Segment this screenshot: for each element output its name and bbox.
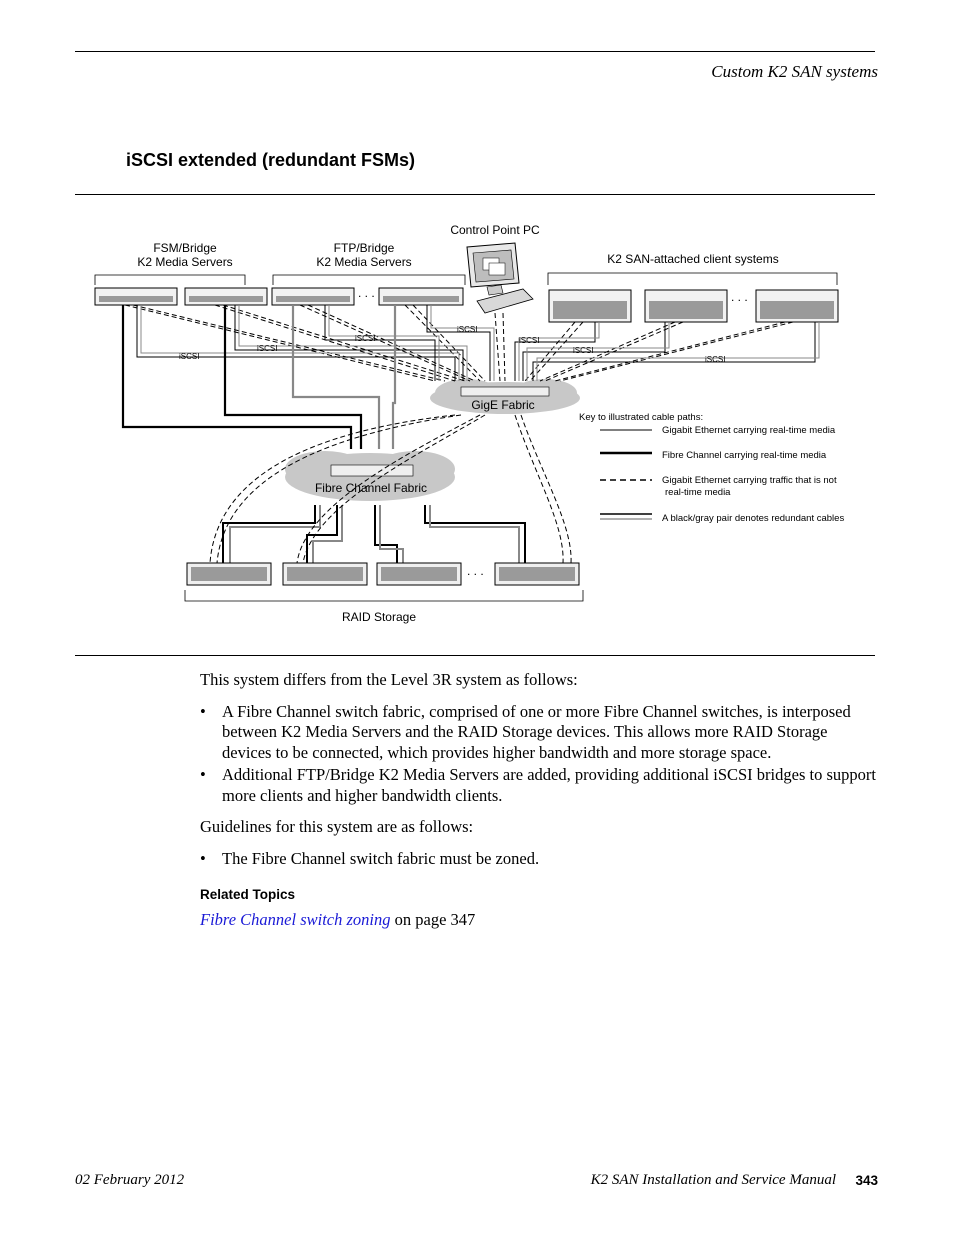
difference-text: A Fibre Channel switch fabric, comprised… — [222, 701, 851, 762]
bullet: • — [200, 848, 206, 868]
ftp-server-2 — [378, 287, 464, 306]
fsm-server-2 — [184, 287, 268, 306]
ftp-bracket — [272, 274, 466, 285]
raid-unit-1 — [186, 562, 272, 586]
iscsi-label-7: iSCSI — [705, 355, 725, 364]
list-item: • Additional FTP/Bridge K2 Media Servers … — [200, 765, 880, 806]
footer-date: 02 February 2012 — [75, 1172, 185, 1188]
key-gige-not-realtime-1: Gigabit Ethernet carrying traffic that i… — [662, 475, 837, 486]
chapter-title: Custom K2 SAN systems — [711, 62, 878, 81]
client-system-1 — [548, 289, 632, 323]
fc-server-cables — [121, 305, 397, 449]
gige-raid-cables — [209, 414, 572, 564]
related-topic-page: on page 347 — [390, 909, 476, 929]
key-title: Key to illustrated cable paths: — [579, 412, 703, 423]
ftp-ellipsis: . . . — [358, 286, 375, 300]
client-system-3 — [755, 289, 839, 323]
raid-bracket — [184, 590, 584, 602]
fc-fabric-label: Fibre Channel Fabric — [315, 481, 427, 495]
fc-raid-cables — [222, 505, 526, 563]
iscsi-label-5: iSCSI — [519, 336, 539, 345]
raid-unit-3 — [376, 562, 462, 586]
raid-unit-2 — [282, 562, 368, 586]
system-diagram: FSM/Bridge K2 Media Servers FTP/Bridge K… — [94, 223, 844, 624]
diagram-top-rule — [75, 194, 875, 195]
fsm-label-line2: K2 Media Servers — [137, 255, 232, 269]
page-number: 343 — [855, 1173, 878, 1188]
difference-text: Additional FTP/Bridge K2 Media Servers a… — [222, 765, 876, 805]
iscsi-label-4: iSCSI — [457, 325, 477, 334]
bullet: • — [200, 765, 206, 784]
guideline-text: The Fibre Channel switch fabric must be … — [222, 848, 540, 868]
control-point-pc — [466, 242, 534, 314]
list-item: • The Fibre Channel switch fabric must be… — [200, 849, 880, 870]
clients-label: K2 SAN-attached client systems — [607, 252, 778, 266]
differences-list: • A Fibre Channel switch fabric, comprise… — [200, 702, 880, 807]
gige-fabric-cloud — [430, 379, 580, 414]
raid-label: RAID Storage — [342, 610, 416, 624]
header-rule — [75, 51, 875, 52]
gige-fabric-label: GigE Fabric — [471, 398, 534, 412]
list-item: • A Fibre Channel switch fabric, comprise… — [200, 702, 880, 764]
fsm-label-line1: FSM/Bridge — [153, 241, 217, 255]
fsm-bracket — [94, 274, 246, 285]
body-text: This system differs from the Level 3R sy… — [200, 670, 880, 930]
related-topics-heading: Related Topics — [200, 887, 296, 902]
intro-paragraph: This system differs from the Level 3R sy… — [200, 670, 578, 689]
fsm-server-1 — [94, 287, 178, 306]
ftp-label-line1: FTP/Bridge — [334, 241, 395, 255]
raid-unit-4 — [494, 562, 580, 586]
key-fc-realtime: Fibre Channel carrying real-time media — [662, 450, 827, 461]
raid-ellipsis: . . . — [467, 564, 484, 578]
iscsi-label-3: iSCSI — [355, 334, 375, 343]
iscsi-label-6: iSCSI — [573, 346, 593, 355]
iscsi-label-2: iSCSI — [257, 344, 277, 353]
related-topic: Fibre Channel switch zoning on page 347 — [200, 910, 880, 931]
bullet: • — [200, 701, 206, 721]
ftp-label-line2: K2 Media Servers — [316, 255, 411, 269]
related-topic-link[interactable]: Fibre Channel switch zoning — [200, 909, 391, 929]
diagram-bottom-rule — [75, 655, 875, 656]
clients-bracket — [547, 272, 838, 285]
key-gige-not-realtime-2: real-time media — [665, 487, 731, 498]
client-system-2 — [644, 289, 728, 323]
guidelines-intro: Guidelines for this system are as follow… — [200, 817, 474, 836]
clients-ellipsis: . . . — [731, 290, 748, 304]
fc-fabric-cloud — [285, 451, 455, 501]
guidelines-list: • The Fibre Channel switch fabric must be… — [200, 849, 880, 870]
footer-manual-title: K2 SAN Installation and Service Manual — [590, 1172, 836, 1188]
section-title: iSCSI extended (redundant FSMs) — [126, 150, 416, 170]
iscsi-labels: iSCSI iSCSI iSCSI iSCSI iSCSI iSCSI iSCS… — [179, 325, 725, 364]
cable-key: Key to illustrated cable paths: Gigabit … — [579, 412, 844, 524]
key-gige-realtime: Gigabit Ethernet carrying real-time medi… — [662, 425, 836, 436]
iscsi-label-1: iSCSI — [179, 352, 199, 361]
ftp-server-1 — [271, 287, 355, 306]
key-redundant: A black/gray pair denotes redundant cabl… — [662, 513, 844, 524]
iscsi-cables — [136, 305, 820, 381]
control-point-label: Control Point PC — [450, 223, 540, 237]
